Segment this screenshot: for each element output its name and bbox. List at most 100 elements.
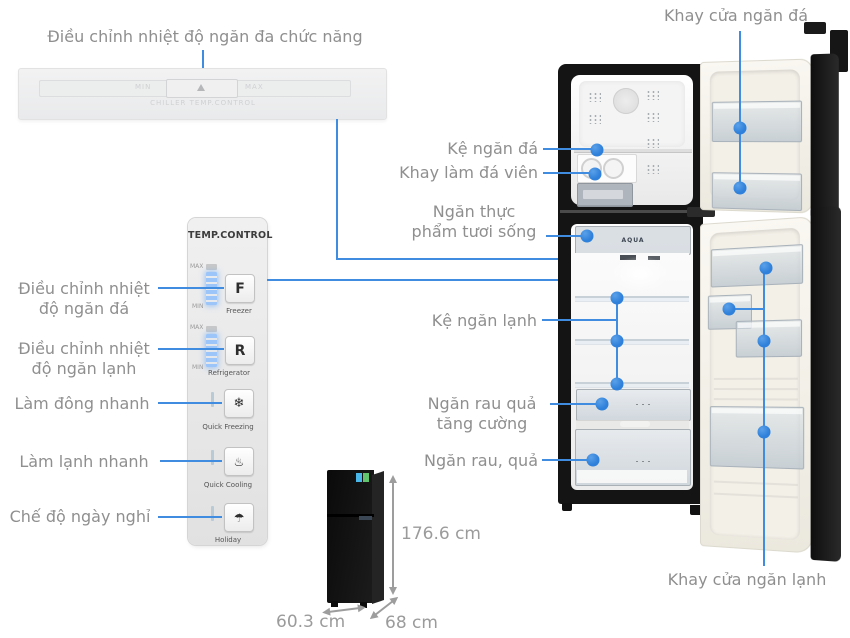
chiller-slider-panel: MIN MAX CHILLER TEMP.CONTROL	[18, 68, 387, 120]
leader-line	[160, 460, 222, 462]
arrow-up-icon	[389, 475, 397, 483]
quick-cooling-indicator	[211, 450, 214, 465]
leader-line	[542, 459, 587, 461]
quick-freezing-button[interactable]: ❄	[224, 389, 254, 418]
fridge-foot	[562, 503, 572, 511]
slider-caption: CHILLER TEMP.CONTROL	[150, 99, 256, 107]
height-dimension-arrow	[392, 482, 394, 588]
leader-line	[336, 258, 626, 260]
leader-line	[158, 402, 222, 404]
freezer-shelf	[574, 149, 692, 152]
mini-fridge-display	[359, 516, 372, 520]
umbrella-icon: ☂	[233, 510, 245, 525]
quick-cooling-label: Quick Cooling	[203, 481, 253, 489]
leader-line	[202, 50, 204, 80]
freezer-button-label: Freezer	[226, 307, 252, 315]
freezer-key: F	[235, 280, 245, 297]
callout-fresh-food: Ngăn thực phẩm tươi sống	[411, 202, 537, 241]
freezer-door-bin	[711, 172, 803, 212]
callout-quick-cool: Làm lạnh nhanh	[19, 452, 149, 471]
compartment-divider	[560, 210, 688, 213]
quick-freezing-label: Quick Freezing	[202, 423, 254, 431]
fridge-led-bar	[206, 334, 217, 367]
freezer-vent	[588, 92, 601, 102]
callout-dot	[580, 229, 594, 243]
freezer-vent	[646, 164, 659, 174]
callout-dot	[757, 425, 771, 439]
callout-dot	[588, 167, 602, 181]
arrow-right-icon	[357, 603, 367, 613]
top-hinge	[804, 22, 826, 34]
freezer-vent	[646, 138, 659, 148]
freezer-max-label: MAX	[190, 263, 204, 270]
callout-quick-freeze: Làm đông nhanh	[14, 394, 150, 413]
panel-title: TEMP.CONTROL	[188, 230, 273, 241]
fridge-door-bin-large	[709, 406, 805, 470]
door-ridge	[713, 377, 798, 380]
mid-hinge	[687, 207, 715, 217]
glass-shelf	[575, 382, 689, 388]
callout-freezer-door-tray: Khay cửa ngăn đá	[663, 6, 809, 25]
slider-marker-icon	[197, 84, 205, 91]
crisper-handle	[634, 460, 650, 463]
holiday-button[interactable]: ☂	[224, 503, 254, 532]
fridge-door-bin	[710, 244, 804, 288]
energy-sticker-blue	[356, 473, 362, 482]
width-dimension: 60.3 cm	[276, 612, 346, 632]
leader-line	[543, 148, 591, 150]
leader-line	[267, 279, 577, 281]
callout-crisper-plus: Ngăn rau quả tăng cường	[427, 394, 537, 433]
fridge-led-chip	[206, 326, 217, 332]
mini-fridge-door-gap	[327, 514, 374, 517]
slider-max-label: MAX	[245, 83, 264, 91]
holiday-indicator	[211, 506, 214, 521]
fridge-foot	[690, 505, 704, 515]
leader-line	[543, 172, 589, 174]
freezer-door-bin	[711, 100, 803, 143]
leader-line	[550, 403, 596, 405]
freezer-vent	[646, 90, 659, 100]
callout-dot	[595, 397, 609, 411]
fridge-temp-button[interactable]: R	[225, 336, 255, 365]
chiller-brand-label: AQUA	[621, 237, 645, 244]
freezer-door-edge	[810, 53, 839, 219]
callout-dot	[590, 143, 604, 157]
callout-dot	[733, 181, 747, 195]
leader-line	[763, 268, 765, 566]
ice-bin-label	[583, 190, 623, 199]
fridge-door	[700, 205, 842, 564]
leader-line	[158, 516, 222, 518]
ice-twist-knob	[603, 158, 624, 179]
crisper-front-band	[577, 470, 687, 483]
mini-fridge-foot	[331, 601, 338, 607]
fridge-max-label: MAX	[190, 324, 204, 331]
quick-freezing-indicator	[211, 392, 214, 407]
glass-shelf	[575, 339, 689, 345]
freezer-vent	[646, 112, 659, 122]
quick-cooling-button[interactable]: ♨	[224, 447, 254, 476]
callout-fridge-door-tray: Khay cửa ngăn lạnh	[667, 570, 827, 589]
callout-dot	[610, 377, 624, 391]
depth-dimension: 68 cm	[385, 613, 438, 633]
callout-dot	[610, 334, 624, 348]
freezer-door	[700, 53, 839, 219]
mini-fridge-foot	[360, 602, 367, 608]
fridge-min-label: MIN	[192, 364, 204, 371]
freezer-fan-cover	[613, 88, 639, 114]
callout-freezer-shelf: Kệ ngăn đá	[447, 139, 538, 158]
chiller-drawer: AQUA	[575, 226, 691, 255]
callout-dot	[759, 261, 773, 275]
callout-dot	[757, 334, 771, 348]
temp-control-panel: TEMP.CONTROL MAX MIN F Freezer MAX MIN R…	[188, 218, 273, 545]
leader-line	[158, 287, 224, 289]
glass-shelf	[575, 296, 689, 302]
freezer-temp-button[interactable]: F	[225, 274, 255, 303]
callout-fridge-temp: Điều chỉnh nhiệt độ ngăn lạnh	[18, 339, 150, 378]
leader-line	[158, 348, 224, 350]
freezer-led-chip	[206, 264, 217, 270]
mini-fridge-side	[372, 471, 384, 604]
callout-freezer-temp: Điều chỉnh nhiệt độ ngăn đá	[18, 279, 150, 318]
slider-min-label: MIN	[135, 83, 152, 91]
callout-ice-tray: Khay làm đá viên	[399, 163, 538, 182]
